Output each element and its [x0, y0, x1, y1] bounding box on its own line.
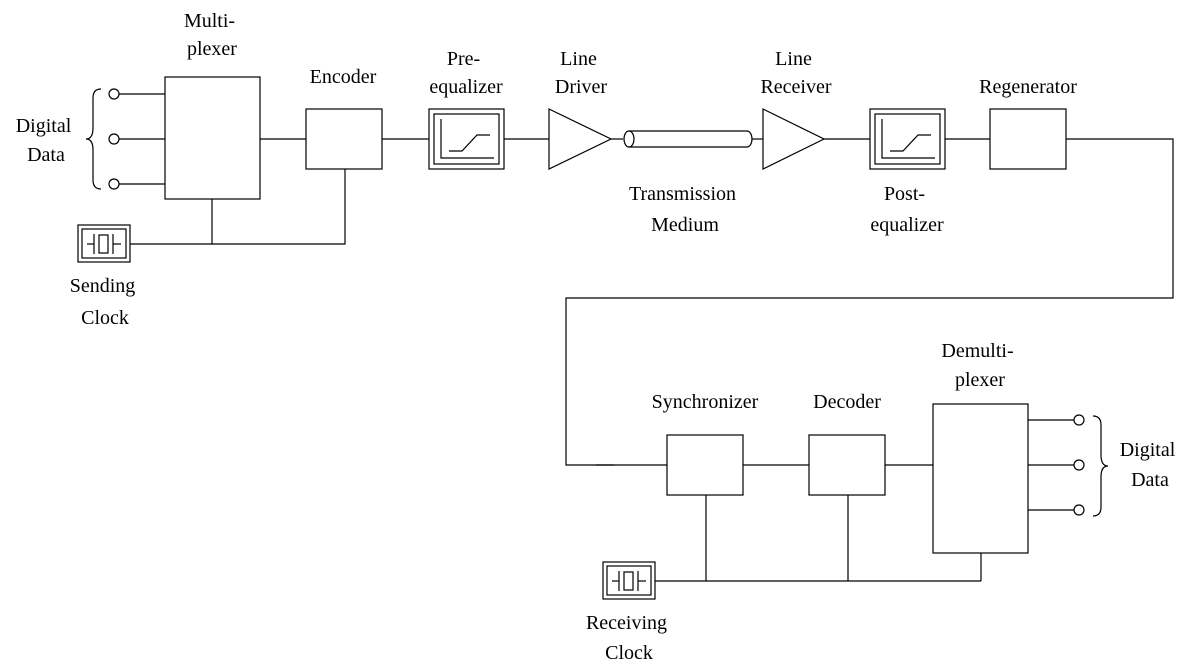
multiplexer-block — [164, 76, 261, 200]
line-receiver-triangle — [762, 108, 826, 170]
multiplexer-label: Multi- plexer — [184, 10, 240, 60]
pre-equalizer-label: Pre- equalizer — [429, 48, 503, 98]
output-brace — [1092, 415, 1109, 517]
input-brace — [85, 88, 102, 190]
receiving-clock-label: Receiving Clock — [586, 612, 672, 664]
sending-clock-label: Sending Clock — [70, 275, 141, 329]
regenerator-label: Regenerator — [979, 76, 1077, 98]
output-terminals — [1073, 414, 1085, 516]
synchronizer-label: Synchronizer — [652, 391, 759, 413]
line-driver-label: Line Driver — [555, 48, 608, 98]
encoder-label: Encoder — [310, 66, 377, 88]
wires-transmit — [119, 93, 1174, 466]
demultiplexer-label: Demulti- plexer — [941, 340, 1018, 391]
input-terminals — [108, 88, 120, 190]
post-equalizer-block — [869, 108, 946, 170]
digital-data-output-label: Digital Data — [1120, 439, 1181, 491]
line-receiver-label: Line Receiver — [760, 48, 831, 98]
decoder-block — [808, 434, 886, 496]
sending-clock-crystal — [77, 224, 131, 263]
transmission-medium-cable — [623, 130, 753, 148]
digital-data-input-label: Digital Data — [16, 115, 77, 166]
receiving-clock-crystal — [602, 561, 656, 600]
regenerator-block — [989, 108, 1067, 170]
decoder-label: Decoder — [813, 391, 881, 413]
line-driver-triangle — [548, 108, 613, 170]
synchronizer-block — [666, 434, 744, 496]
wires-receive — [655, 419, 1078, 582]
post-equalizer-label: Post- equalizer — [870, 183, 944, 236]
demultiplexer-block — [932, 403, 1029, 554]
encoder-block — [305, 108, 383, 170]
transmission-medium-label: Transmission Medium — [629, 183, 741, 236]
pre-equalizer-block — [428, 108, 505, 170]
